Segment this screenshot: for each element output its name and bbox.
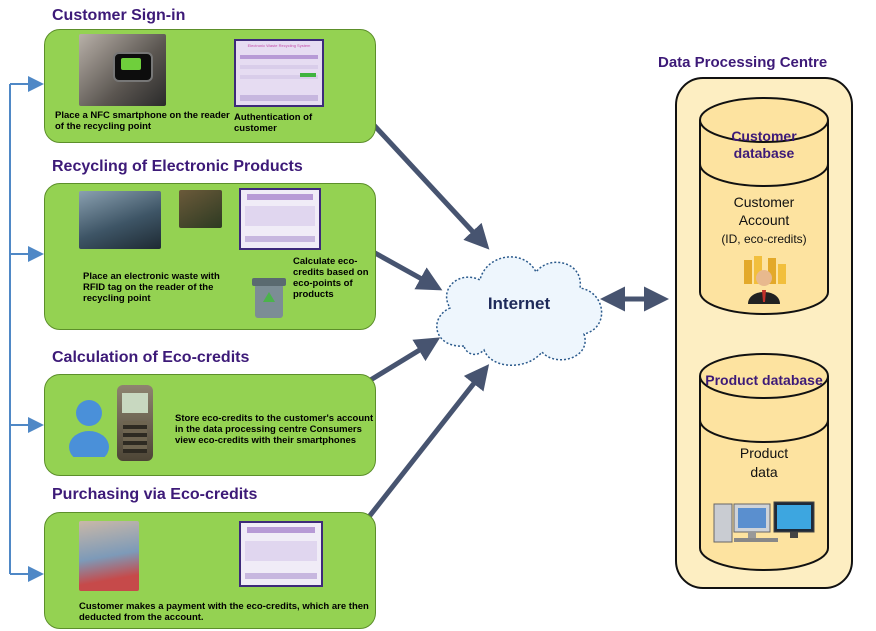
customer-db-line3: (ID, eco-credits) <box>721 232 807 246</box>
purchasing-panel: Customer makes a payment with the eco-cr… <box>44 512 376 629</box>
ewaste-icon <box>79 191 161 249</box>
recycle-bin-icon <box>249 272 289 320</box>
signin-title: Customer Sign-in <box>52 7 186 24</box>
signin-panel: Electronic Waste Recycling System Place … <box>44 29 376 143</box>
signin-screen-icon: Electronic Waste Recycling System <box>234 39 324 107</box>
customer-db-label: Customer database <box>731 128 797 161</box>
customer-database-cylinder <box>699 97 829 315</box>
product-db-label: Product database <box>705 372 823 388</box>
cloud-icon: Internet <box>424 236 614 370</box>
product-db-line1: Product <box>739 445 789 461</box>
shopper-icon <box>79 521 139 591</box>
customer-db-line1: Customer <box>733 194 795 210</box>
user-icon <box>67 397 111 463</box>
recycling-caption-right: Calculate eco-credits based on eco-point… <box>293 256 369 300</box>
product-db-line2: data <box>750 464 778 480</box>
recycling-title: Recycling of Electronic Products <box>52 158 303 175</box>
signin-caption-right: Authentication of customer <box>234 112 313 134</box>
recycling-caption-left: Place an electronic waste with RFID tag … <box>83 271 220 304</box>
internet-label: Internet <box>487 294 551 313</box>
recycling-screen-icon <box>239 188 321 250</box>
computer-icon <box>712 498 816 544</box>
customer-db-line2: Account <box>738 212 790 228</box>
section-bracket <box>9 76 44 582</box>
rfid-tag-icon <box>179 190 222 228</box>
recycling-panel: Place an electronic waste with RFID tag … <box>44 183 376 330</box>
calculation-title: Calculation of Eco-credits <box>52 349 250 366</box>
calculation-caption: Store eco-credits to the customer's acco… <box>175 413 374 446</box>
purchasing-caption: Customer makes a payment with the eco-cr… <box>79 601 369 623</box>
nfc-phone-icon <box>79 34 166 106</box>
money-user-icon <box>738 252 790 304</box>
signin-caption-left: Place a NFC smartphone on the reader of … <box>55 110 230 132</box>
calculation-panel: Store eco-credits to the customer's acco… <box>44 374 376 476</box>
purchasing-title: Purchasing via Eco-credits <box>52 486 258 503</box>
centre-title: Data Processing Centre <box>658 54 828 71</box>
purchasing-screen-icon <box>239 521 323 587</box>
mobile-phone-icon <box>117 385 153 461</box>
